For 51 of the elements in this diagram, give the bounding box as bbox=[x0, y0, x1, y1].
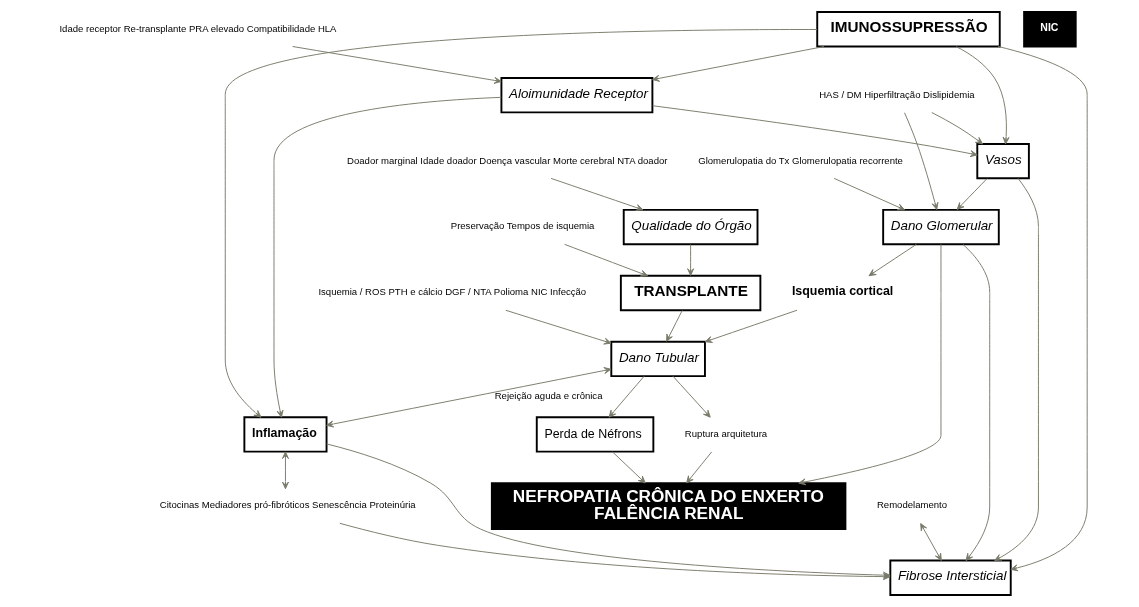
node-text: Idade receptor Re-transplante PRA elevado Compatibilidade HLA bbox=[59, 22, 337, 34]
node-text: Preservação Tempos de isquemia bbox=[450, 220, 595, 232]
arrow bbox=[326, 367, 612, 428]
node-box: NEFROPATIA CRÔNICA DO ENXERTO FALÊNCIA RENAL bbox=[490, 482, 847, 530]
node-box: Vasos bbox=[976, 142, 1030, 180]
node-box: Qualidade do Órgão bbox=[622, 208, 759, 246]
node-text: Doador marginal Idade doador Doença vascular Morte cerebral NTA doador bbox=[347, 154, 668, 166]
arrow bbox=[868, 243, 917, 277]
node-text: Remodelamento bbox=[876, 499, 948, 511]
arrow bbox=[994, 177, 1039, 561]
edge-label: Rejeição aguda e crônica bbox=[494, 390, 603, 402]
arrow bbox=[608, 375, 645, 418]
arrow bbox=[686, 451, 713, 484]
arrow bbox=[687, 244, 695, 276]
arrow bbox=[672, 375, 711, 418]
arrow bbox=[798, 243, 942, 486]
arrow bbox=[564, 243, 649, 277]
arrow bbox=[550, 177, 644, 211]
arrow bbox=[281, 451, 289, 490]
node-box: Inflamação bbox=[243, 416, 328, 453]
node-text: HAS / DM Hiperfiltração Dislipidemia bbox=[819, 88, 975, 100]
arrow bbox=[652, 46, 825, 82]
node-text: Ruptura arquitetura bbox=[684, 427, 768, 439]
arrow bbox=[273, 96, 502, 418]
node-box: TRANSPLANTE bbox=[619, 274, 762, 312]
arrow bbox=[920, 523, 942, 561]
node-box: NIC bbox=[1023, 11, 1077, 48]
node-box: Dano Glomerular bbox=[882, 208, 1000, 246]
node-box: Aloimunidade Receptor bbox=[500, 77, 654, 114]
arrow bbox=[962, 244, 991, 561]
arrow bbox=[904, 112, 939, 211]
node-box: Dano Tubular bbox=[610, 340, 706, 378]
arrow bbox=[505, 309, 612, 345]
node-box: Fibrose Intersticial bbox=[889, 559, 1012, 596]
arrow bbox=[224, 29, 818, 418]
node-box: Perda de Néfrons bbox=[535, 416, 655, 453]
arrow bbox=[612, 451, 646, 484]
arrow bbox=[666, 309, 683, 342]
arrow bbox=[931, 112, 984, 145]
node-text: Citocinas Mediadores pró-fibróticos Senescência Proteinúria bbox=[159, 499, 416, 511]
arrow bbox=[833, 177, 905, 211]
node-text: Isquemia / ROS PTH e cálcio DGF / NTA Polioma NIC Infecção bbox=[318, 286, 587, 298]
arrow bbox=[652, 105, 978, 158]
arrow bbox=[997, 46, 1088, 572]
node-text: Glomerulopatia do Tx Glomerulopatia recorrente bbox=[698, 154, 903, 166]
node-text: Isquemia cortical bbox=[791, 284, 894, 299]
arrow bbox=[955, 46, 1010, 145]
arrow bbox=[292, 46, 502, 84]
arrow bbox=[956, 178, 988, 210]
arrow bbox=[704, 309, 798, 343]
node-box: IMUNOSSUPRESSÃO bbox=[816, 11, 1001, 48]
